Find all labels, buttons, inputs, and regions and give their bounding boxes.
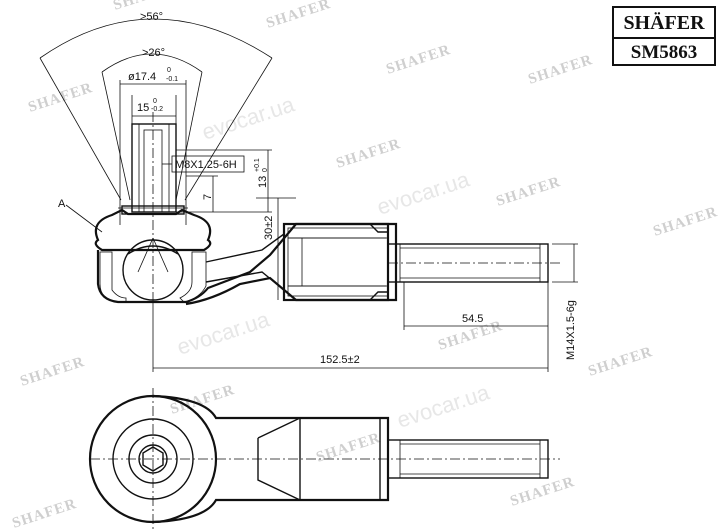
main-thread-label: M14X1.5-6g <box>565 300 577 360</box>
angle-inner-label: >26° <box>142 47 165 59</box>
part-number: SM5863 <box>630 42 698 63</box>
stud-length-label: 15 <box>137 102 149 114</box>
angle-outer-label: >56° <box>140 11 163 23</box>
watermark-site: evocar.ua <box>174 306 273 359</box>
ball-diameter-label: ø17.4 <box>128 71 156 83</box>
brand-name: SHÄFER <box>614 10 714 39</box>
overall-length-label: 152.5±2 <box>320 354 360 366</box>
height-label: 30±2 <box>263 216 275 240</box>
watermark-brand: SHAFER <box>264 0 333 32</box>
stud-thread-label: M8X1.25-6H <box>175 159 237 171</box>
stud-height-label: 13 <box>257 176 269 188</box>
watermark-brand: SHAFER <box>18 354 87 390</box>
watermark-brand: SHAFER <box>314 430 383 466</box>
stud-length-tol-lower: -0.2 <box>151 106 163 113</box>
thread-length-label: 54.5 <box>462 313 483 325</box>
watermark-site: evocar.ua <box>394 379 493 432</box>
watermark-brand: SHAFER <box>526 52 595 88</box>
watermark-brand: SHAFER <box>10 496 79 530</box>
watermark-brand: SHAFER <box>26 80 95 116</box>
angle-arc-inner <box>101 53 203 73</box>
stud-hex-nut <box>142 446 164 472</box>
watermark-brand: SHAFER <box>508 474 577 510</box>
small-dim-label: 7 <box>202 194 214 200</box>
top-view <box>88 388 560 530</box>
ball-diameter-tol-lower: -0.1 <box>166 76 178 83</box>
brand-logo-box: SHÄFER SM5863 <box>612 6 716 66</box>
watermark-brand: SHAFER <box>168 382 237 418</box>
watermark-brand: SHAFER <box>494 174 563 210</box>
label-a: A <box>58 198 66 210</box>
side-section-view: >56° >26° ø17.4 0 -0.1 15 0 -0.2 M8X1.25… <box>39 11 578 372</box>
stud-height-tol-upper: +0.1 <box>254 158 261 172</box>
angle-arc-outer <box>39 18 273 59</box>
stud-height-tol-lower: 0 <box>262 168 269 172</box>
watermark-site: evocar.ua <box>374 166 473 219</box>
dust-boot <box>94 208 212 252</box>
stud-length-tol-upper: 0 <box>153 98 157 105</box>
watermark-brand: SHAFER <box>586 344 655 380</box>
watermark-layer: SHAFER SHAFER SHAFER SHAFER SHAFER SHAFE… <box>10 0 720 530</box>
watermark-brand: SHAFER <box>384 42 453 78</box>
ball-diameter-tol-upper: 0 <box>167 67 171 74</box>
threaded-rod-top <box>387 439 549 479</box>
watermark-brand: SHAFER <box>334 136 403 172</box>
sleeve <box>282 222 390 302</box>
watermark-brand: SHAFER <box>651 204 720 240</box>
housing <box>96 222 398 306</box>
watermark-site: evocar.ua <box>199 91 298 144</box>
